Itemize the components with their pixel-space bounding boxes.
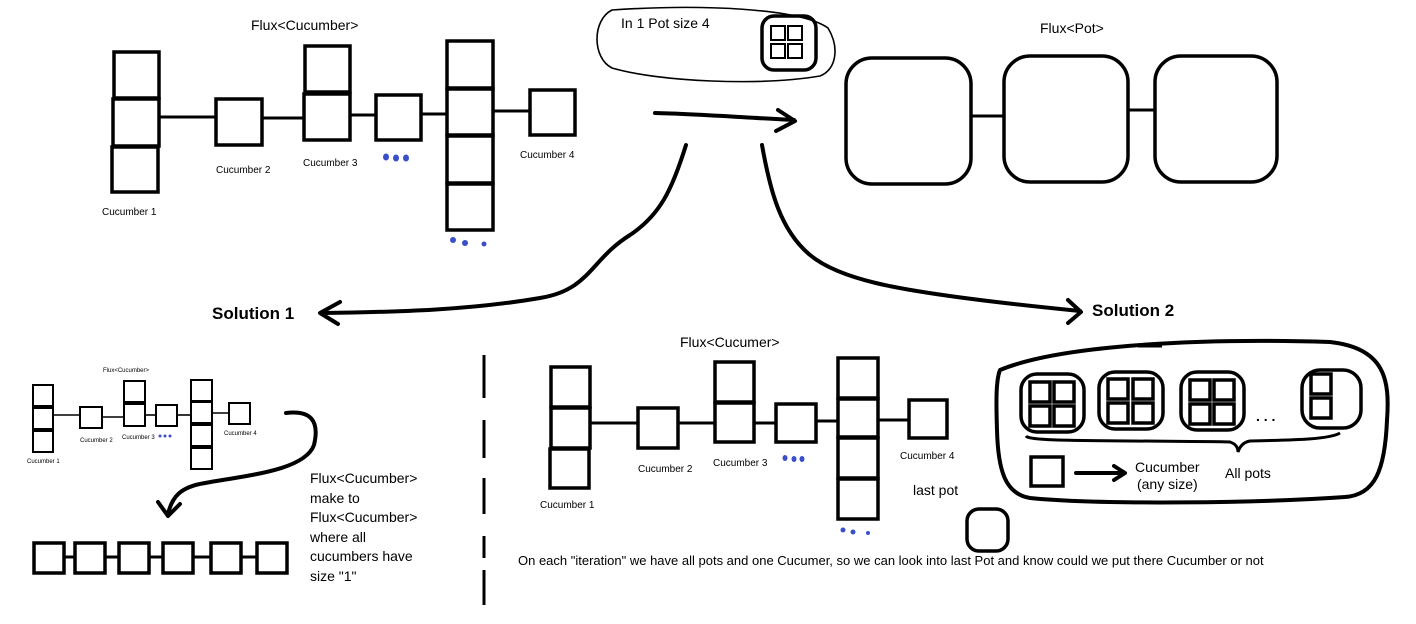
last-pot-label: last pot <box>913 482 959 498</box>
solution2-cucumber-4-label: Cucumber 4 <box>900 451 955 462</box>
all-pots-group <box>994 338 1390 505</box>
top-cucumber-n-shape <box>374 93 423 142</box>
legend-cucumber-line-1: Cucumber <box>1135 459 1200 475</box>
solution2-flux-cucumber <box>548 356 949 535</box>
top-cucumber-1-shape <box>110 50 161 194</box>
top-cucumber-4-shape <box>528 88 577 137</box>
top-ellipsis-dots-2 <box>450 237 487 247</box>
top-cucumber-3-shape <box>302 44 352 142</box>
solution2-description: On each "iteration" we have all pots and… <box>518 553 1264 568</box>
solution2-flux-title: Flux<Cucumer> <box>680 334 780 350</box>
solution1-mini-cucumber-4: Cucumber 4 <box>224 431 257 437</box>
solution1-mini-title: Flux<Cucumber> <box>103 368 150 374</box>
arrow-to-pots <box>653 108 797 133</box>
pot-flux-title: Flux<Pot> <box>1040 20 1104 36</box>
solution1-description-line-5: cucumbers have <box>310 548 413 564</box>
solution1-mini-flux <box>32 379 251 470</box>
legend-all-pots-label: All pots <box>1225 465 1271 481</box>
solution2-cucumber-1-label: Cucumber 1 <box>540 500 595 511</box>
pot-size-bubble-text: In 1 Pot size 4 <box>621 15 710 31</box>
top-cucumber-2-label: Cucumber 2 <box>216 165 271 176</box>
top-flux-title: Flux<Cucumber> <box>251 17 359 33</box>
solution1-mini-cucumber-2: Cucumber 2 <box>80 438 113 444</box>
top-cucumber-3-label: Cucumber 3 <box>303 158 358 169</box>
solution1-description-line-2: make to <box>310 489 360 506</box>
top-flux-cucumber <box>110 39 577 247</box>
pots-ellipsis: . . . <box>1256 408 1276 424</box>
last-pot-shape <box>965 507 1010 553</box>
legend-cucumber-label: Cucumber (any size) <box>1135 459 1200 493</box>
solution1-description-line-1: Flux<Cucumber> <box>310 470 418 486</box>
solution1-description-line-3: Flux<Cucumber> <box>310 509 418 525</box>
arrow-to-solution-1 <box>318 143 688 326</box>
top-ellipsis-dots-1 <box>383 153 409 162</box>
top-cucumber-4-label: Cucumber 4 <box>520 150 575 161</box>
top-cucumber-2-shape <box>214 97 264 147</box>
flux-pot-chain <box>844 54 1279 186</box>
solution1-mini-cucumber-3: Cucumber 3 <box>122 435 155 441</box>
solution2-cucumber-3-label: Cucumber 3 <box>713 458 768 469</box>
solution1-description-line-4: where all <box>310 528 367 545</box>
solution1-mini-cucumber-1: Cucumber 1 <box>27 459 60 465</box>
legend-cucumber-line-2: (any size) <box>1136 476 1198 492</box>
solution1-result-chain <box>32 541 289 575</box>
solution1-description-line-6: size "1" <box>310 567 357 584</box>
solution2-cucumber-2-label: Cucumber 2 <box>638 464 693 475</box>
arrow-to-solution-2 <box>760 143 1083 325</box>
solution1-transform-arrow <box>156 410 318 518</box>
solution-1-label: Solution 1 <box>212 304 295 323</box>
solution-2-label: Solution 2 <box>1092 301 1175 320</box>
top-cucumber-tall-shape <box>445 39 495 232</box>
solution1-description: Flux<Cucumber> make to Flux<Cucumber> wh… <box>310 469 417 586</box>
top-cucumber-1-label: Cucumber 1 <box>102 207 157 218</box>
pot-size-bubble <box>596 6 836 83</box>
